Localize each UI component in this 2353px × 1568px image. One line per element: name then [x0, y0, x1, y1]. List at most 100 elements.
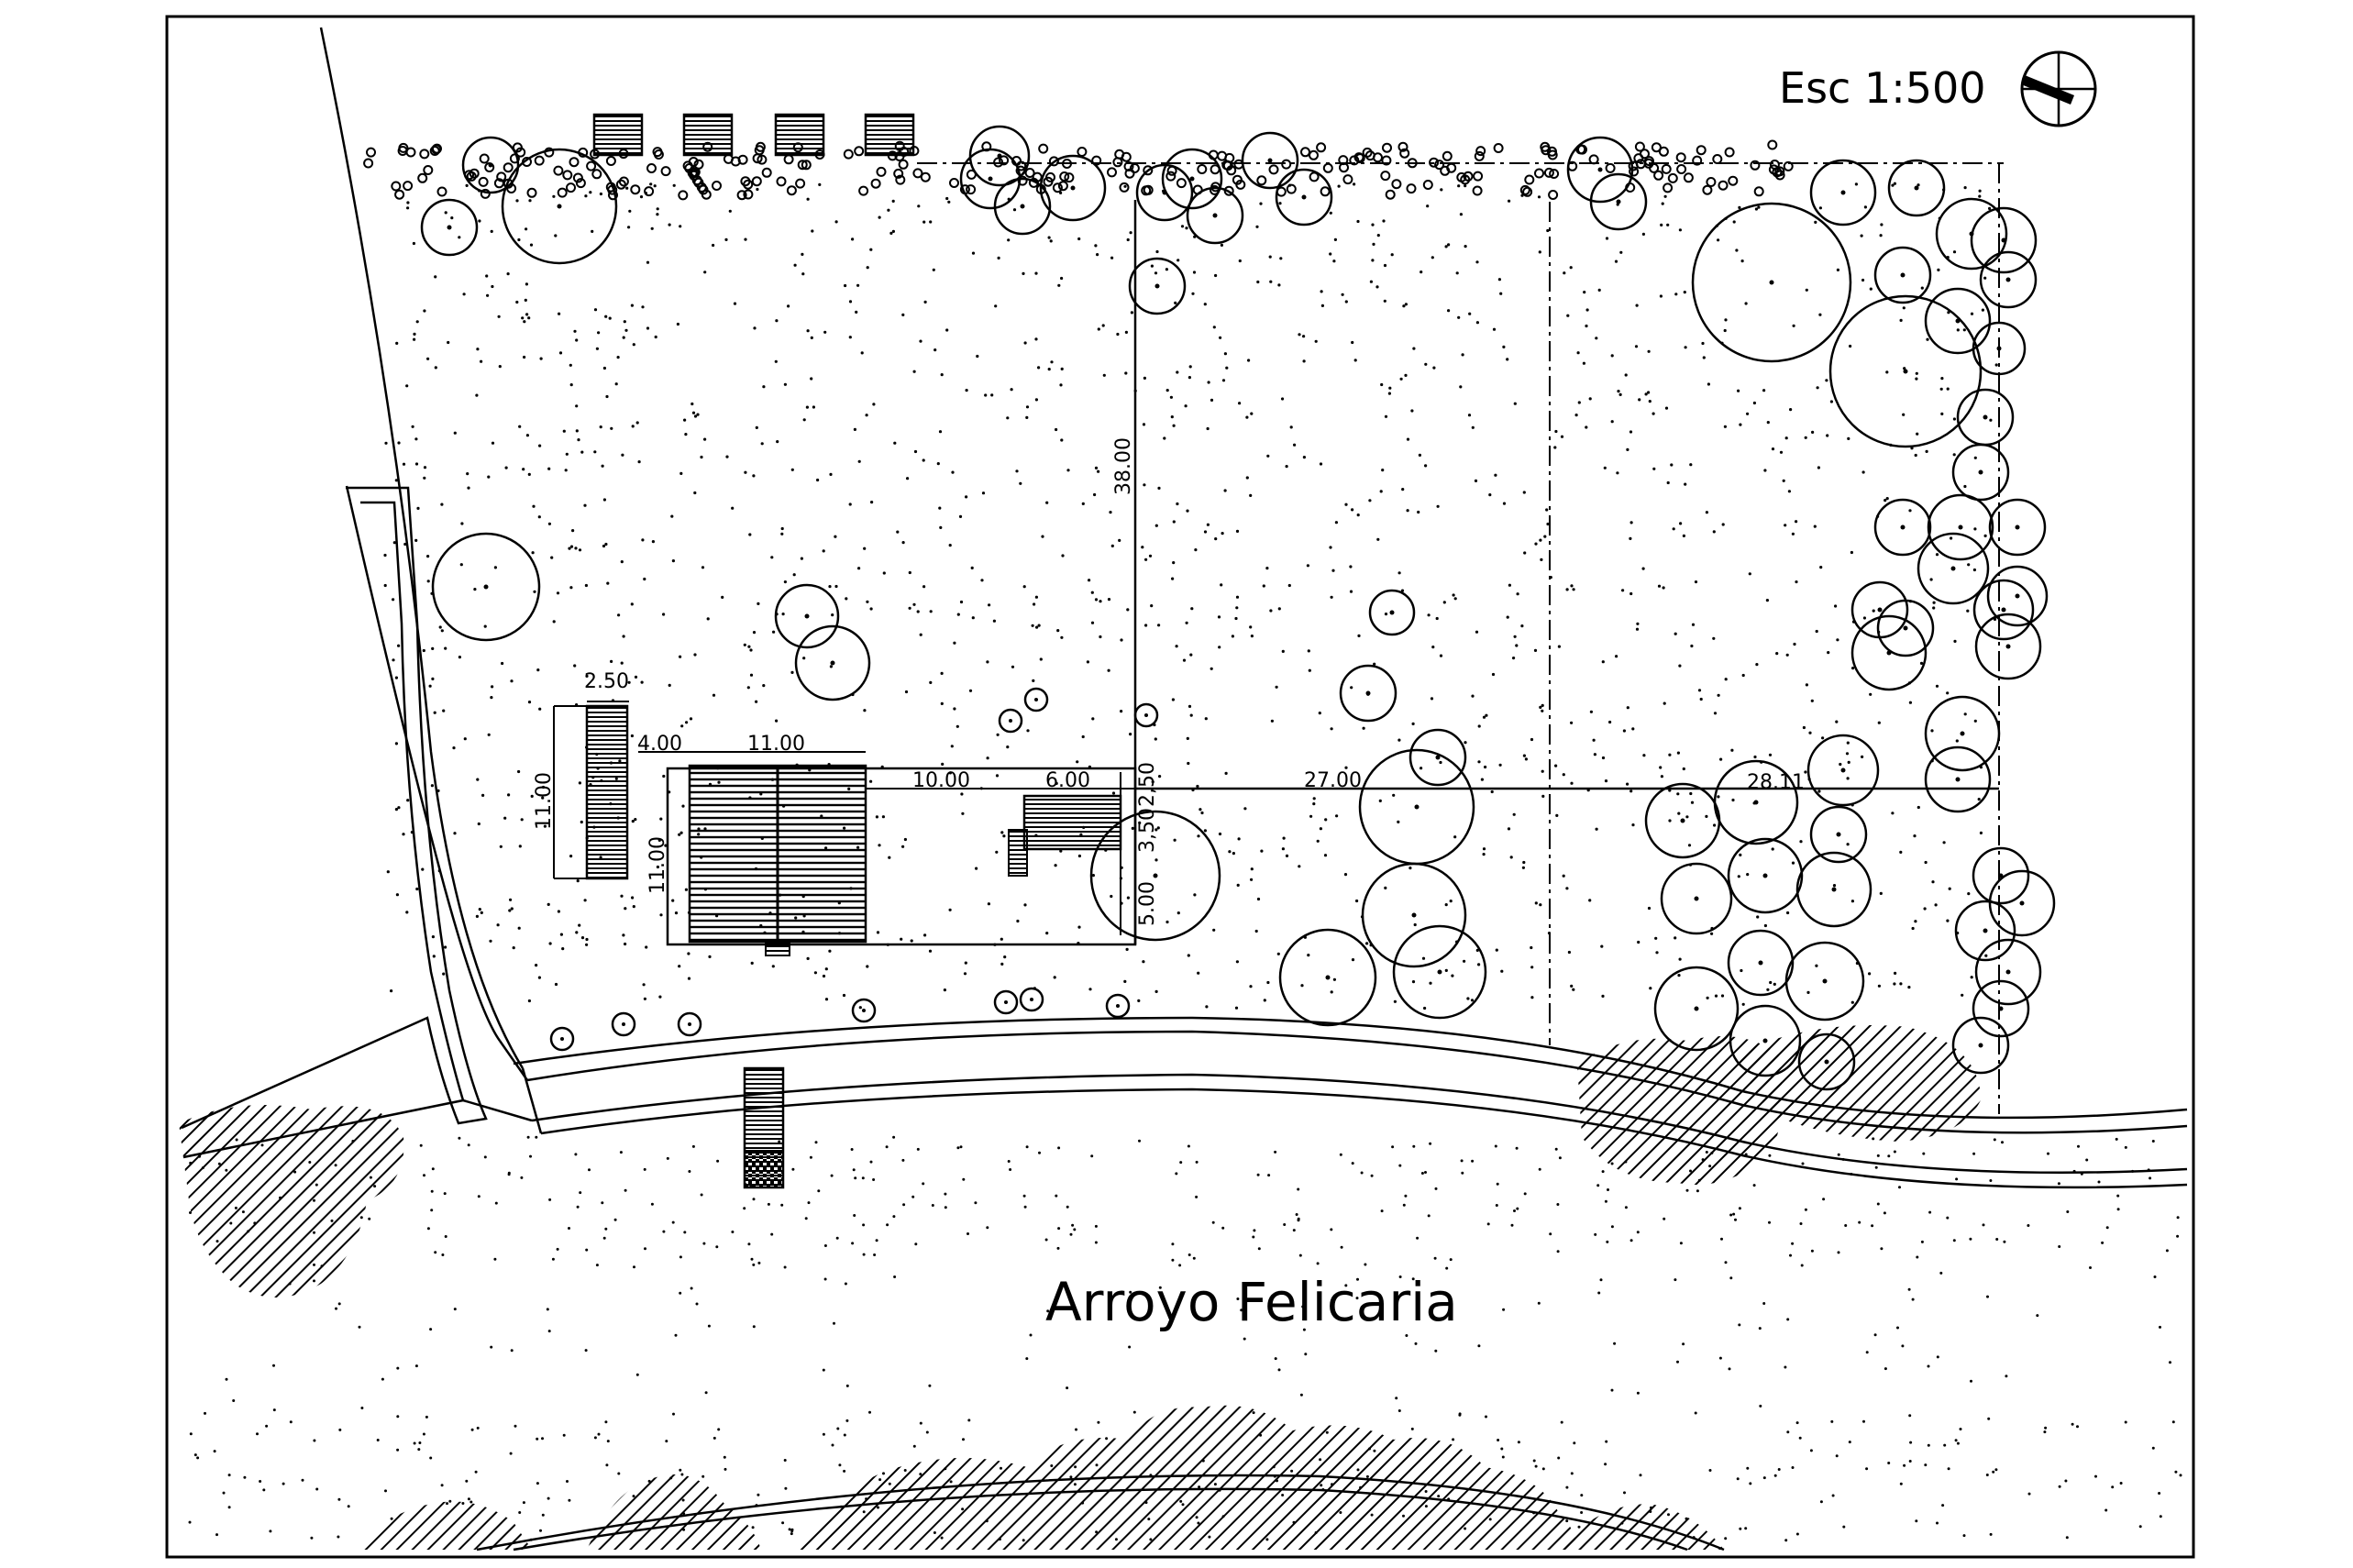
stipple-dot [1593, 753, 1596, 756]
stipple-dot [574, 1153, 578, 1156]
stipple-dot [1893, 182, 1896, 185]
shrub-icon [1634, 141, 1645, 152]
stipple-dot [576, 1205, 580, 1209]
stipple-dot [911, 1195, 915, 1198]
stipple-dot [1915, 1519, 1918, 1523]
stipple-dot [835, 1236, 839, 1240]
shrub-icon [1380, 171, 1391, 182]
stipple-dot [1420, 1172, 1424, 1175]
shrub-icon [466, 171, 477, 182]
stipple-dot [536, 1482, 539, 1485]
stipple-dot [1946, 919, 1950, 922]
shrub-icon [783, 154, 794, 165]
tree-canopy [1275, 168, 1333, 226]
stipple-dot [1424, 464, 1428, 468]
stipple-dot [1762, 389, 1766, 392]
stipple-dot [1668, 753, 1672, 756]
stipple-dot [975, 867, 978, 870]
stipple-dot [1739, 1527, 1742, 1530]
stipple-dot [624, 907, 627, 911]
shrub-icon [403, 181, 414, 192]
stipple-dot [822, 1432, 825, 1436]
stipple-dot [679, 225, 682, 228]
stipple-dot [717, 1428, 721, 1431]
stipple-dot [441, 1253, 445, 1256]
stipple-dot [605, 1463, 609, 1467]
stipple-dot [1839, 762, 1842, 767]
stipple-dot [1738, 1323, 1741, 1327]
stipple-dot [1256, 897, 1261, 901]
stipple-dot [1683, 291, 1686, 294]
stipple-dot [1753, 755, 1757, 759]
tree-trunk [1616, 199, 1621, 204]
shrub-icon [1224, 152, 1235, 163]
tree-canopy [1729, 1004, 1802, 1077]
stipple-dot [1349, 590, 1353, 593]
stipple-dot [1995, 1238, 1999, 1241]
shrub-icon [469, 168, 480, 179]
stipple-dot [529, 1154, 532, 1158]
stipple-dot [1617, 390, 1620, 393]
stipple-dot [1924, 860, 1928, 865]
stipple-dot [1893, 1150, 1896, 1154]
stipple-dot [1684, 346, 1687, 349]
shrub-icon [1429, 157, 1440, 168]
stipple-dot [1516, 1207, 1519, 1210]
stipple-dot [1101, 324, 1105, 327]
stipple-dot [1023, 1205, 1027, 1209]
tree-trunk [557, 204, 562, 209]
stipple-dot [1006, 416, 1010, 420]
tree-trunk [1070, 185, 1076, 191]
stipple-dot [1384, 613, 1388, 616]
stipple-dot [1174, 301, 1177, 304]
stipple-dot [384, 1489, 387, 1493]
stipple-dot [1516, 592, 1519, 596]
stipple-dot [1143, 483, 1146, 487]
stipple-dot [1035, 625, 1039, 629]
stipple-dot [1540, 558, 1543, 562]
stipple-dot [1848, 1441, 1851, 1444]
stipple-dot [1427, 1214, 1431, 1218]
stipple-dot [1404, 303, 1408, 306]
stipple-dot [1746, 1466, 1750, 1470]
stipple-dot [1402, 304, 1406, 308]
stipple-dot [1879, 891, 1883, 896]
stipple-dot [1123, 979, 1127, 983]
stipple-dot [848, 502, 852, 506]
stipple-dot [1795, 520, 1798, 524]
stipple-dot [1330, 990, 1333, 994]
stipple-dot [1549, 1232, 1552, 1236]
stipple-dot [551, 1257, 555, 1261]
stipple-dot [1530, 737, 1534, 742]
stipple-dot [1600, 944, 1604, 948]
stipple-dot [767, 1202, 770, 1206]
stipple-dot [1185, 226, 1188, 230]
stipple-dot [1094, 244, 1098, 248]
stipple-dot [958, 514, 963, 519]
stipple-dot [1629, 536, 1632, 541]
stipple-dot [569, 855, 573, 858]
stipple-dot [1397, 738, 1401, 742]
stipple-dot [1885, 497, 1889, 501]
stipple-dot [215, 1533, 218, 1537]
stipple-dot [453, 431, 457, 435]
stipple-dot [1475, 260, 1479, 264]
stipple-dot [193, 1453, 197, 1457]
stipple-dot [1044, 1238, 1048, 1242]
stipple-dot [948, 771, 952, 775]
shrub-icon [405, 147, 416, 158]
tree-canopy [1727, 929, 1795, 997]
shrub-icon [429, 146, 440, 156]
stipple-dot [1530, 966, 1534, 969]
stipple-dot [1735, 248, 1739, 252]
shrub-icon [1702, 184, 1713, 195]
stipple-dot [1554, 1147, 1558, 1151]
stipple-dot [1804, 770, 1807, 774]
stipple-dot [465, 1479, 469, 1483]
tree-trunk [1189, 176, 1195, 182]
stipple-dot [610, 659, 613, 664]
stipple-dot [498, 365, 502, 369]
stipple-dot [1333, 237, 1337, 241]
stipple-dot [1962, 328, 1966, 332]
stipple-dot [1931, 880, 1935, 884]
